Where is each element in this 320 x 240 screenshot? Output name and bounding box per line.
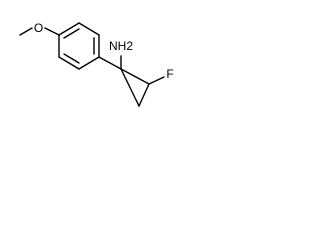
- bonds: [19, 22, 165, 107]
- bond-ring-4: [78, 56, 100, 70]
- oxygen-atom-label: O: [34, 21, 43, 35]
- bond-methyl-oxygen: [19, 27, 33, 36]
- bond-ring-cyclopropyl: [98, 56, 122, 70]
- bond-cyclopropane-1: [120, 68, 150, 85]
- bond-aromatic-inner-3: [63, 53, 80, 64]
- bond-carbon-fluorine: [148, 76, 165, 85]
- bond-cyclopropane-3: [120, 68, 140, 107]
- bond-ring-2: [78, 22, 100, 36]
- bond-oxygen-ring: [44, 27, 60, 36]
- amine-group-label: NH2: [109, 39, 133, 53]
- bond-ring-5: [58, 56, 80, 70]
- bond-ring-1: [58, 22, 80, 36]
- bond-cyclopropane-2: [138, 83, 150, 107]
- fluorine-atom-label: F: [166, 67, 173, 81]
- bond-aromatic-inner-1: [63, 28, 80, 39]
- chemical-structure-diagram: O NH2 F: [19, 21, 174, 107]
